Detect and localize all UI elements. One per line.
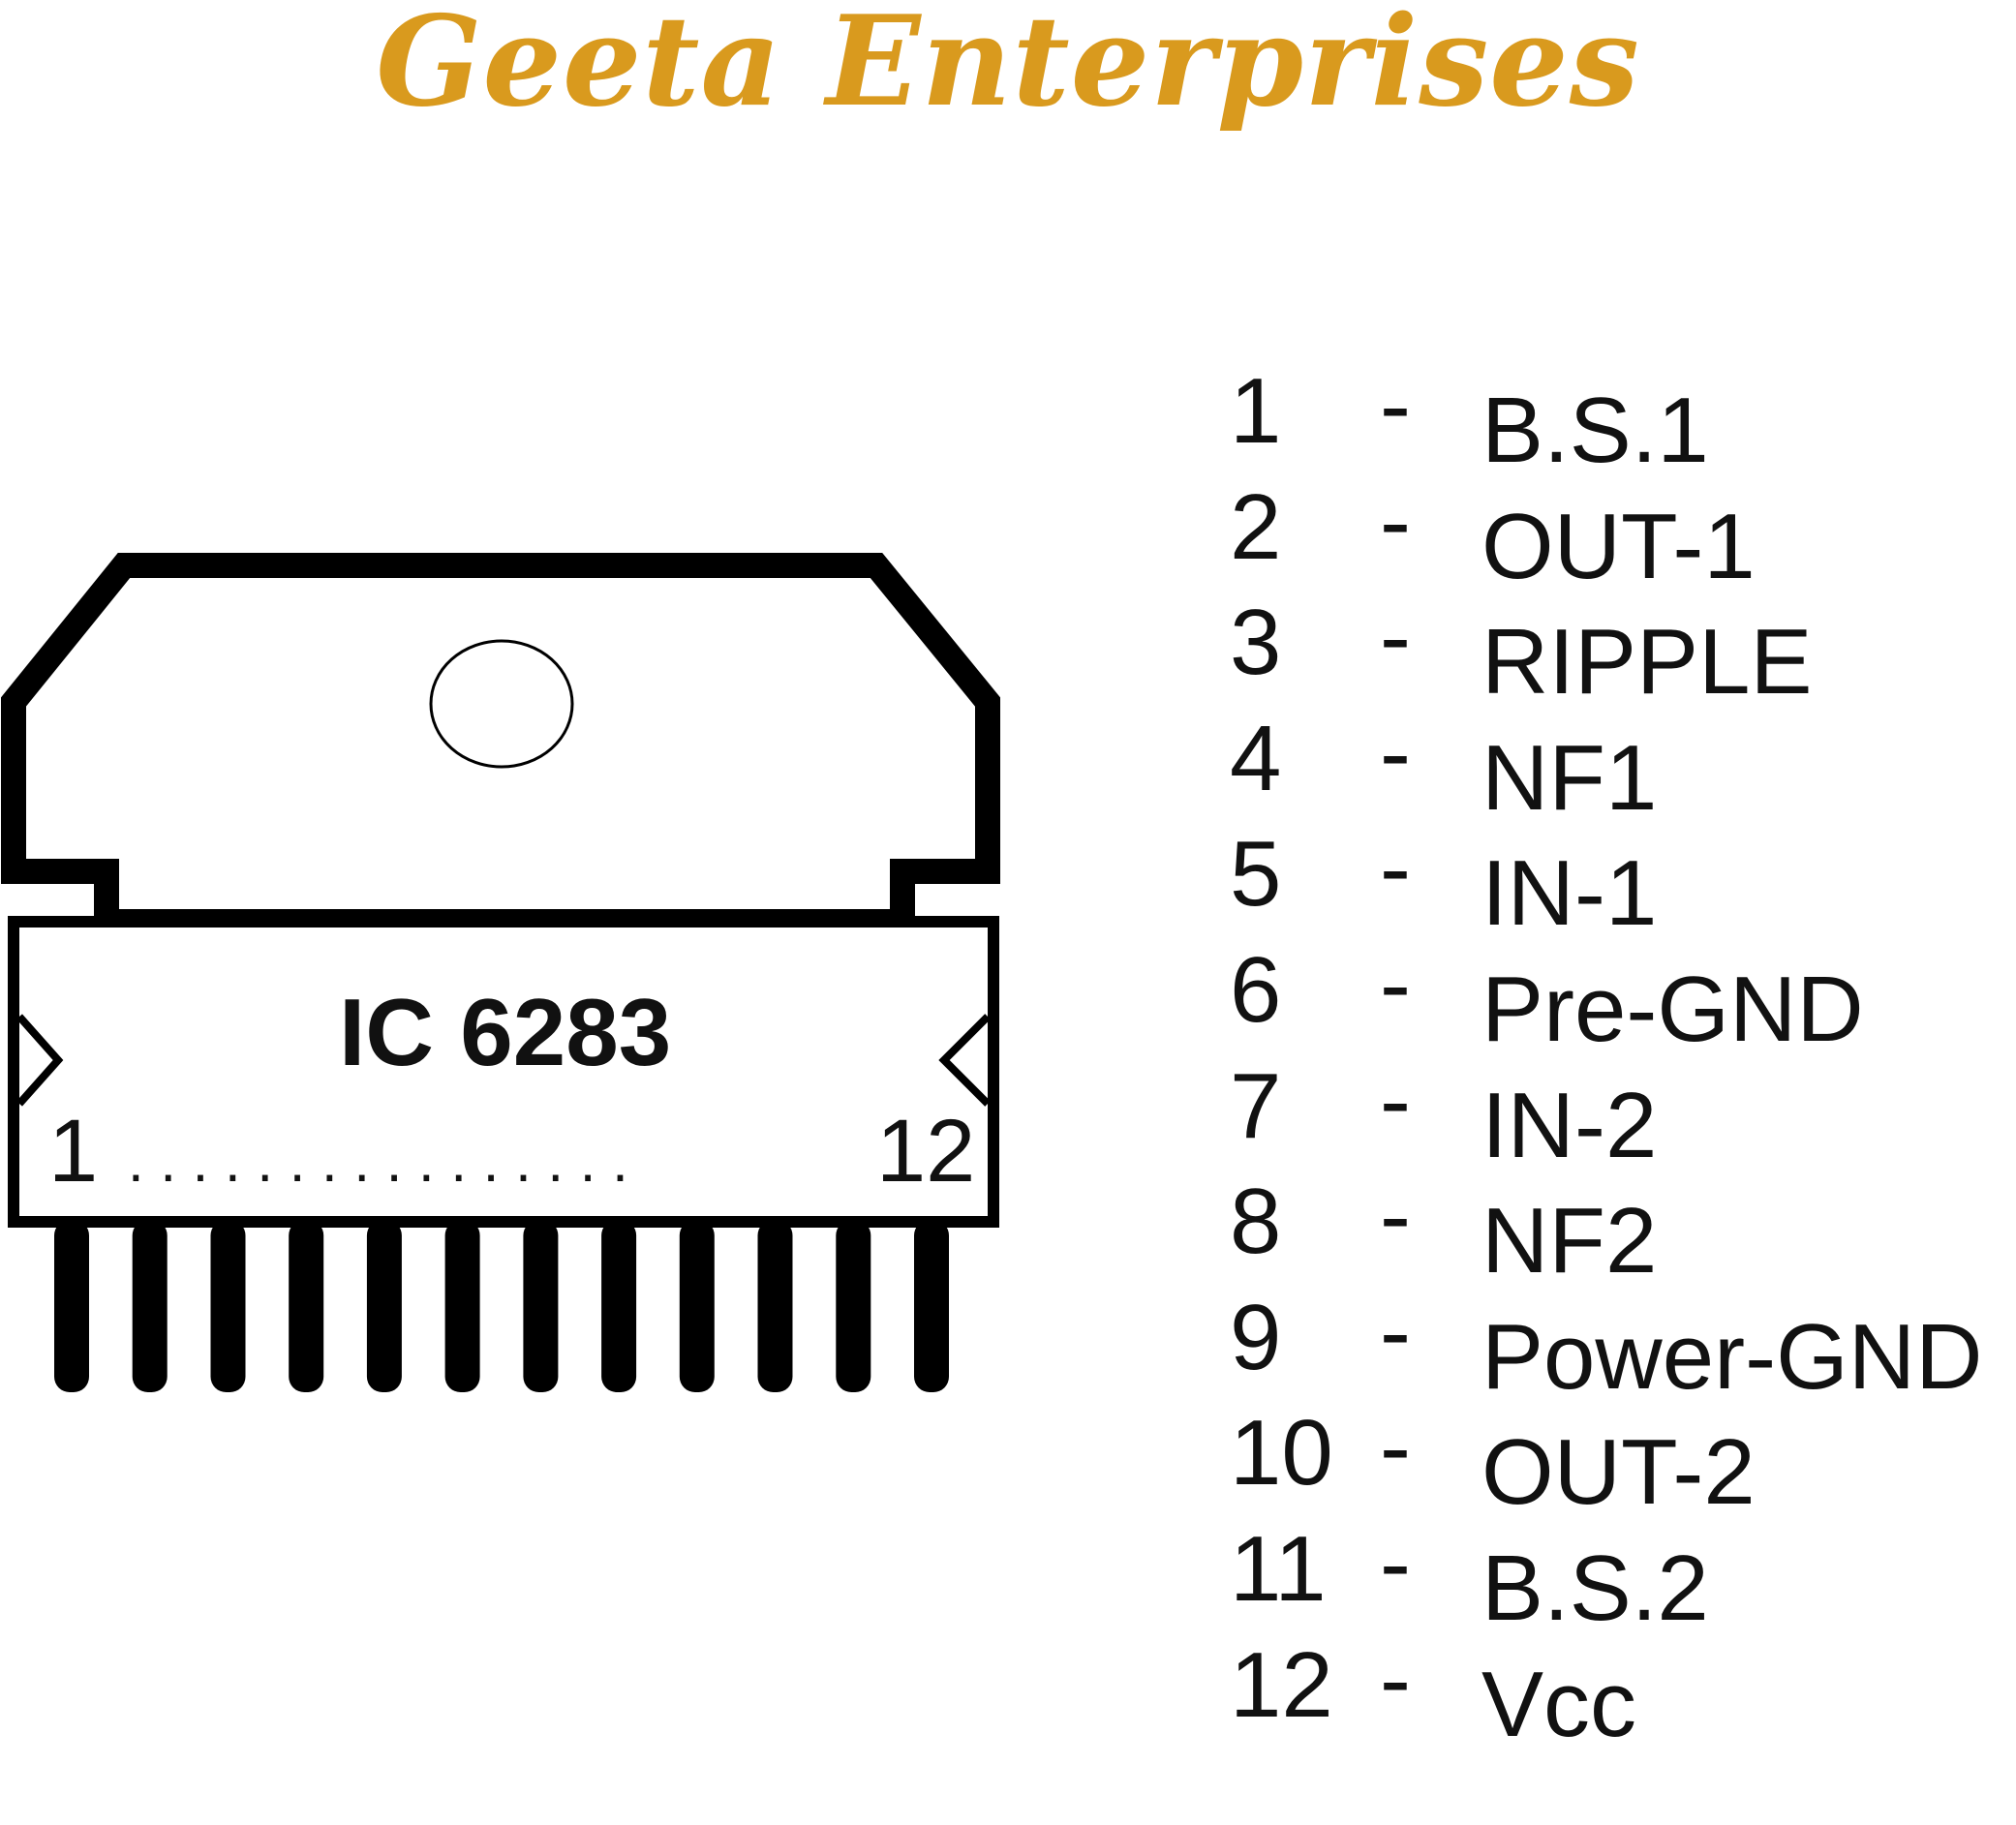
pin-function: IN-1 bbox=[1481, 841, 1658, 946]
heatsink-tab-outline bbox=[1, 553, 1000, 934]
pin-dots: . . . . . . . . . . . . . . . . bbox=[128, 1129, 628, 1194]
chip-pin bbox=[523, 1220, 559, 1392]
pin-separator: - bbox=[1380, 469, 1411, 573]
chip-pin bbox=[54, 1220, 89, 1392]
right-notch bbox=[938, 1014, 991, 1107]
chip-pin bbox=[836, 1220, 871, 1392]
pin-function: Vcc bbox=[1481, 1652, 1637, 1756]
pin-number: 6 bbox=[1230, 937, 1282, 1042]
pinout-row: 4-NF1 bbox=[1230, 701, 2014, 830]
pin-number: 2 bbox=[1230, 474, 1282, 579]
pin-function: Power-GND bbox=[1481, 1304, 1983, 1409]
pinout-row: 10-OUT-2 bbox=[1230, 1395, 2014, 1524]
pin-separator: - bbox=[1380, 1048, 1411, 1152]
pin-function: NF1 bbox=[1481, 725, 1658, 830]
pin-function: IN-2 bbox=[1481, 1073, 1658, 1177]
pin-function: OUT-1 bbox=[1481, 494, 1756, 598]
left-notch bbox=[16, 1014, 64, 1107]
pinout-row: 2-OUT-1 bbox=[1230, 470, 2014, 598]
pinout-row: 5-IN-1 bbox=[1230, 816, 2014, 945]
pin-number: 5 bbox=[1230, 822, 1282, 927]
pin-function: RIPPLE bbox=[1481, 610, 1813, 715]
chip-pin bbox=[757, 1220, 793, 1392]
pin-number: 4 bbox=[1230, 706, 1282, 810]
pinout-row: 3-RIPPLE bbox=[1230, 585, 2014, 714]
pinout-row: 1-B.S.1 bbox=[1230, 353, 2014, 482]
chip-pin bbox=[601, 1220, 637, 1392]
chip-pin bbox=[289, 1220, 324, 1392]
pin-number: 10 bbox=[1230, 1401, 1333, 1506]
chip-pin bbox=[210, 1220, 246, 1392]
pin-separator: - bbox=[1380, 931, 1411, 1036]
pinout-row: 6-Pre-GND bbox=[1230, 932, 2014, 1061]
pin-number: 12 bbox=[1230, 1632, 1333, 1737]
pin-separator: - bbox=[1380, 700, 1411, 805]
pin-function: NF2 bbox=[1481, 1189, 1658, 1293]
pin-separator: - bbox=[1380, 1279, 1411, 1384]
pin-separator: - bbox=[1380, 1164, 1411, 1268]
ic-package-diagram: IC 6283 1 12 . . . . . . . . . . . . . .… bbox=[1, 553, 1000, 1392]
pin-separator: - bbox=[1380, 353, 1411, 457]
chip-body bbox=[8, 916, 999, 1228]
pin-number: 1 bbox=[1230, 359, 1282, 463]
chip-label: IC 6283 bbox=[339, 979, 671, 1085]
last-pin-label: 12 bbox=[876, 1102, 975, 1201]
mounting-hole bbox=[429, 639, 574, 769]
chip-pin bbox=[366, 1220, 402, 1392]
brand-title: Geeta Enterprises bbox=[376, 0, 1640, 135]
pins-group bbox=[54, 1220, 949, 1392]
pinout-row: 12-Vcc bbox=[1230, 1627, 2014, 1756]
pin-number: 3 bbox=[1230, 591, 1282, 695]
pin-function: B.S.1 bbox=[1481, 379, 1709, 482]
chip-pin bbox=[132, 1220, 168, 1392]
pinout-row: 8-NF2 bbox=[1230, 1164, 2014, 1293]
pin-number: 9 bbox=[1230, 1285, 1282, 1389]
pin-separator: - bbox=[1380, 585, 1411, 689]
chip-pin bbox=[679, 1220, 715, 1392]
pin-function: Pre-GND bbox=[1481, 957, 1864, 1061]
pinout-row: 9-Power-GND bbox=[1230, 1280, 2014, 1409]
pin-separator: - bbox=[1380, 1627, 1411, 1731]
pin-separator: - bbox=[1380, 1395, 1411, 1500]
pin-number: 11 bbox=[1230, 1516, 1327, 1621]
pin-separator: - bbox=[1380, 816, 1411, 921]
pinout-row: 7-IN-2 bbox=[1230, 1049, 2014, 1177]
pinout-row: 11-B.S.2 bbox=[1230, 1511, 2014, 1640]
pin-function: OUT-2 bbox=[1481, 1420, 1756, 1525]
pin-function: B.S.2 bbox=[1481, 1536, 1709, 1640]
chip-pin bbox=[914, 1220, 949, 1392]
chip-pin bbox=[444, 1220, 480, 1392]
pin-separator: - bbox=[1380, 1510, 1411, 1615]
pin-number: 8 bbox=[1230, 1170, 1282, 1274]
first-pin-label: 1 bbox=[48, 1102, 98, 1201]
pin-number: 7 bbox=[1230, 1053, 1282, 1158]
